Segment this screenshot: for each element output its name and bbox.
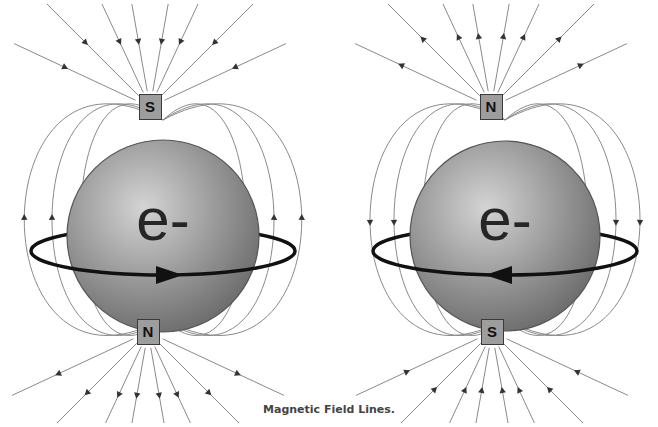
field-arrow [574,370,581,376]
electron-label: e- [136,185,189,254]
field-arrow [517,387,523,394]
field-arrow [398,63,405,69]
field-arrow [117,391,123,398]
field-arrow [135,38,141,44]
field-arrow [61,63,68,69]
pole-box: N [480,94,503,120]
caption: Magnetic Field Lines. [260,403,398,416]
electron-label: e- [478,185,531,254]
field-line [132,4,147,91]
field-line [161,4,253,96]
field-arrow [613,220,619,226]
field-arrow [500,387,506,393]
field-arrow [159,38,165,44]
field-arrow [134,392,140,398]
field-arrow [85,389,92,396]
field-arrow [173,391,179,398]
field-arrow [299,214,305,220]
field-arrow [81,38,88,45]
field-line [12,339,133,396]
sphere-body [410,141,600,331]
field-line [502,4,594,96]
field-arrow [391,220,397,226]
field-arrow [49,214,55,220]
field-arrow [403,370,410,376]
field-arrow [577,63,584,69]
field-arrow [431,387,438,394]
field-arrow [21,214,27,220]
electron-sphere: e- [66,139,260,333]
pole-label: S [145,96,155,118]
field-line [106,347,142,423]
field-line [473,4,488,91]
field-line [57,343,137,423]
field-arrow [116,38,122,45]
spin-arrow [156,266,183,284]
field-line [355,44,476,101]
field-line [494,4,509,91]
field-arrow [367,220,373,226]
field-line [507,339,628,396]
electron-sphere: e- [409,140,601,332]
field-line [163,339,284,396]
field-arrow [156,392,162,398]
field-arrow [500,33,506,39]
field-arrow [55,370,62,376]
field-arrow [420,36,427,43]
field-arrow [271,214,277,220]
field-arrow [232,63,239,69]
pole-label: N [143,321,154,343]
field-arrow [637,220,643,226]
field-arrow [234,370,241,376]
pole-box: N [137,319,160,345]
field-line [102,4,143,92]
field-line [388,4,480,96]
field-arrow [520,34,526,41]
field-line [476,348,489,423]
field-arrow [476,33,482,39]
caption-row: Magnetic Field Lines. [0,399,658,417]
spin-arrow [485,266,512,284]
field-line [506,44,627,101]
pole-label: S [487,321,497,343]
field-line [151,348,164,423]
pole-label: N [486,96,497,118]
field-arrow [205,389,212,396]
field-line [450,347,486,423]
field-line [401,343,481,423]
field-line [14,44,135,101]
field-arrow [457,34,463,41]
field-line [153,4,168,91]
field-arrow [179,38,185,45]
field-line [503,343,583,423]
field-line [495,348,508,423]
field-line [159,343,239,423]
field-arrow [555,36,562,43]
field-line [499,347,535,423]
field-line [132,348,145,423]
field-line [165,44,286,101]
field-arrow [547,387,554,394]
field-line [356,339,477,396]
field-arrow [212,38,219,45]
field-line [443,4,484,92]
pole-box: S [139,94,162,120]
field-line [155,347,191,423]
pole-box: S [481,319,504,345]
field-arrow [478,387,484,393]
field-line [47,4,139,96]
sphere-body [67,140,259,332]
field-arrow [461,387,467,394]
